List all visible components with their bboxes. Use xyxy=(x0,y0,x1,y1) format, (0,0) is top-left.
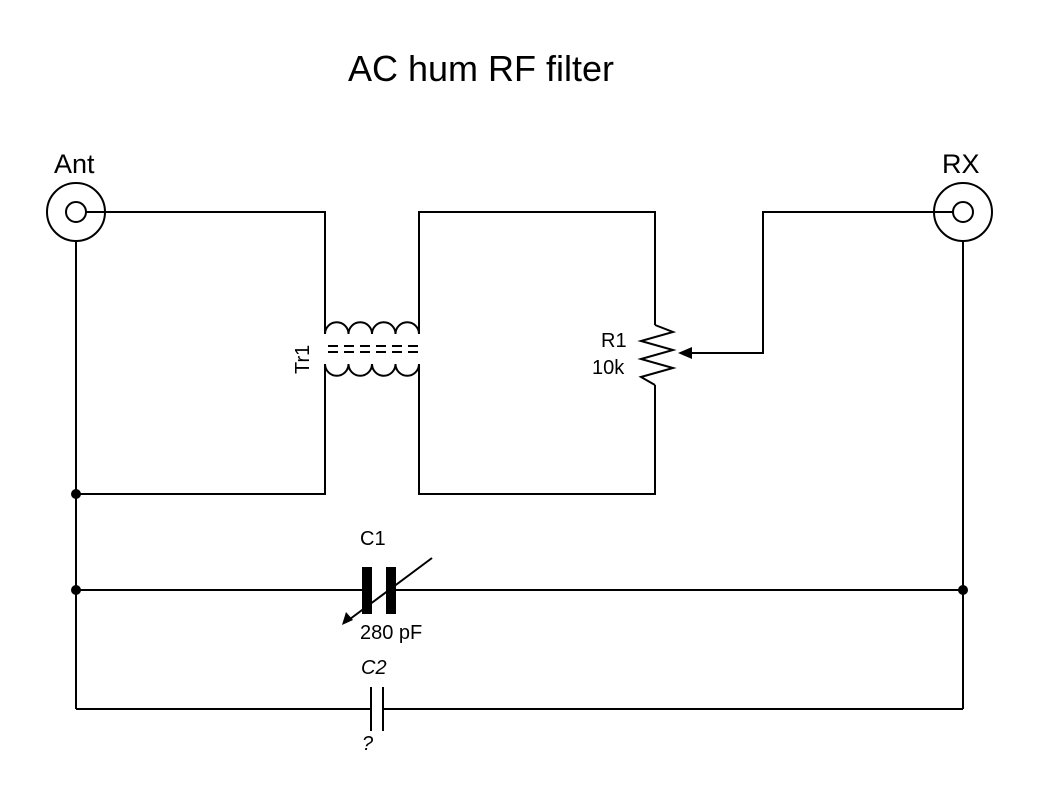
wires xyxy=(75,211,964,710)
capacitor1-value-label: 280 pF xyxy=(360,622,423,644)
rx-label: RX xyxy=(942,149,980,179)
ant-label: Ant xyxy=(54,149,95,179)
wiper-arrow xyxy=(678,347,692,359)
junction-dot xyxy=(958,585,968,595)
resistor-value-label: 10k xyxy=(592,357,625,379)
capacitor1-ref-label: C1 xyxy=(360,528,386,550)
transformer-ref-label: Tr1 xyxy=(292,344,314,374)
transformer-tr1 xyxy=(324,321,420,377)
junction-dot xyxy=(71,585,81,595)
capacitor2-ref-label: C2 xyxy=(361,657,387,679)
page-title: AC hum RF filter xyxy=(348,48,615,89)
resistor-ref-label: R1 xyxy=(601,330,627,352)
junction-dot xyxy=(71,489,81,499)
capacitor-c1 xyxy=(362,567,396,614)
capacitor-c2 xyxy=(370,687,384,731)
capacitor2-value-label: ? xyxy=(362,733,374,755)
resistor-r1 xyxy=(637,324,677,386)
c1-arrowhead xyxy=(342,612,353,625)
